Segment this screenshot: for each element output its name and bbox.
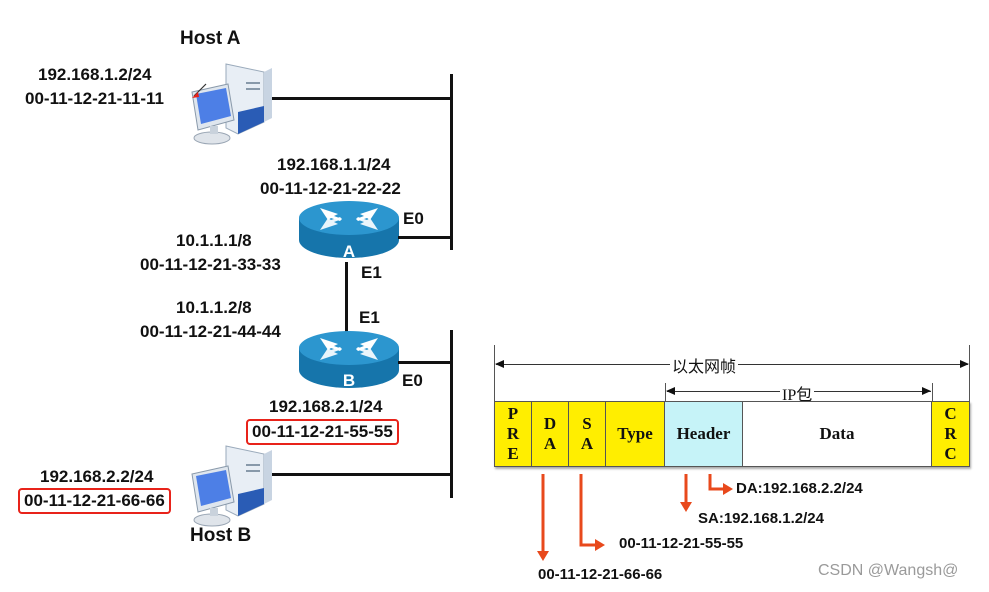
router-icon-b: B [299,331,399,390]
serial-link-a-b [345,262,348,334]
field-type: Type [606,402,665,466]
ip-left-bound [665,383,666,403]
host-a-label: Host A [180,28,241,49]
frame-left-bound [494,345,495,402]
host-b-mac: 00-11-12-21-66-66 [18,488,171,514]
field-crc: C R C [932,402,969,466]
lan-segment-1 [450,74,453,250]
host-b-label: Host B [190,525,252,546]
mac-da-arrowhead-icon [537,551,549,561]
field-sa: S A [569,402,606,466]
router-a-e1-mac: 00-11-12-21-33-33 [140,255,281,274]
ip-da-arrow [708,474,724,491]
svg-text:B: B [343,371,355,390]
host-b-link [272,473,452,476]
router-b-e0-mac: 00-11-12-21-55-55 [246,419,399,445]
field-pre: P R E [495,402,532,466]
ethernet-arrow-left-icon [495,360,504,368]
ip-da-annotation: DA:192.168.2.2/24 [736,480,863,497]
ethernet-arrow-right-icon [960,360,969,368]
field-data: Data [743,402,932,466]
watermark: CSDN @Wangsh@ [818,562,959,579]
frame-right-bound [969,345,970,402]
mac-sa-annotation: 00-11-12-21-55-55 [619,535,744,552]
field-da: D A [532,402,569,466]
router-b-e1-ip: 10.1.1.2/8 [176,298,252,317]
lan-segment-2 [450,330,453,498]
router-b-e0-label: E0 [402,371,423,390]
host-b-ip: 192.168.2.2/24 [40,467,154,486]
ip-sa-arrowhead-icon [680,502,692,512]
svg-text:A: A [343,242,355,261]
ip-right-bound [932,383,933,403]
router-a-e0-label: E0 [403,209,424,228]
mac-sa-arrowhead-icon [595,539,605,551]
router-icon-a: A [299,201,399,261]
router-a-e0-link [398,236,452,239]
ip-arrow-left-icon [666,387,675,395]
router-b-e1-label: E1 [359,308,380,327]
ethernet-frame-label: 以太网帧 [670,353,739,377]
frame-border [494,401,970,467]
mac-sa-arrow [579,474,596,547]
computer-icon-host-a [191,63,272,145]
ip-sa-annotation: SA:192.168.1.2/24 [698,510,824,527]
router-b-e0-link [398,361,452,364]
router-a-e0-mac: 00-11-12-21-22-22 [260,179,401,198]
field-ip-header: Header [665,402,743,466]
router-a-e1-ip: 10.1.1.1/8 [176,231,252,250]
host-a-link [272,97,452,100]
ip-arrow-right-icon [922,387,931,395]
router-a-e1-label: E1 [361,263,382,282]
router-a-e0-ip: 192.168.1.1/24 [277,155,391,174]
computer-icon-host-b [191,445,272,527]
host-a-mac: 00-11-12-21-11-11 [25,89,164,108]
router-b-e0-ip: 192.168.2.1/24 [269,397,383,416]
mac-da-annotation: 00-11-12-21-66-66 [538,566,663,583]
router-b-e1-mac: 00-11-12-21-44-44 [140,322,281,341]
ip-da-arrowhead-icon [723,483,733,495]
host-a-ip: 192.168.1.2/24 [38,65,152,84]
